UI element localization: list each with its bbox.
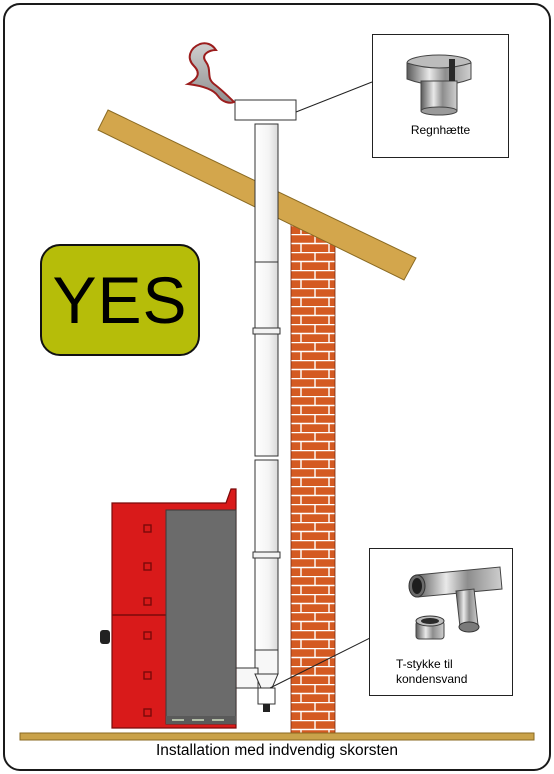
callout-rain-cap: Regnhætte <box>372 34 509 158</box>
floor <box>20 733 534 740</box>
t-piece-icon <box>370 549 514 653</box>
rain-cap <box>235 100 296 120</box>
yes-text: YES <box>52 267 187 333</box>
t-piece-label-line1: T-stykke til <box>396 657 512 672</box>
pellet-stove <box>100 489 236 728</box>
rain-cap-icon <box>373 35 510 121</box>
callout-t-piece: T-stykke til kondensvand <box>369 548 513 696</box>
brick-wall <box>291 222 335 734</box>
t-piece-label-line2: kondensvand <box>396 672 512 687</box>
diagram-caption: Installation med indvendig skorsten <box>0 742 554 760</box>
yes-badge: YES <box>40 244 200 356</box>
flue-pipe <box>253 124 280 650</box>
t-piece-label: T-stykke til kondensvand <box>396 657 512 687</box>
rain-cap-label: Regnhætte <box>373 123 508 138</box>
